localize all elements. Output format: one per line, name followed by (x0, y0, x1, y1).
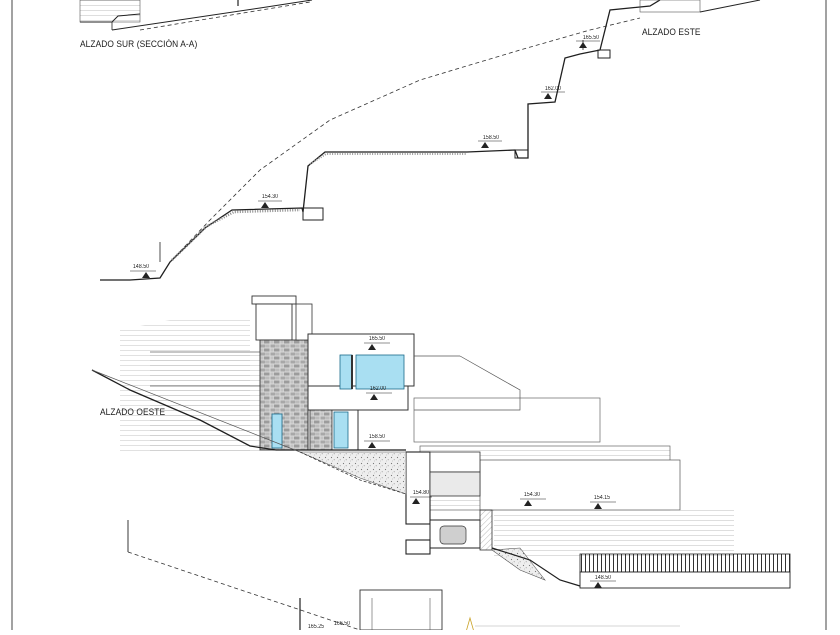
east-elevation (100, 0, 761, 281)
car-icon (439, 525, 467, 545)
south-elevation (79, 0, 313, 31)
level-label: 158.50 (369, 434, 386, 440)
level-label: 154.30 (524, 492, 541, 498)
level-label: 165.50 (583, 35, 600, 41)
level-label: 162.00 (545, 86, 562, 92)
bottom-elevation-fragment (127, 520, 680, 633)
level-label: 148.50 (595, 575, 612, 581)
view-title-west: ALZADO OESTE (100, 407, 166, 418)
west-elevation (91, 295, 791, 589)
level-label: 165.50 (369, 336, 386, 342)
view-title-south: ALZADO SUR (SECCIÓN A-A) (80, 39, 198, 50)
level-label: 158.50 (483, 135, 500, 141)
level-label: 154.30 (262, 194, 279, 200)
level-label: 165.25 (308, 624, 325, 630)
level-label: 148.50 (133, 264, 150, 270)
level-label: 162.00 (370, 386, 387, 392)
level-label: 154.15 (594, 495, 611, 501)
level-label: 166.50 (334, 621, 351, 627)
view-title-east: ALZADO ESTE (642, 27, 701, 38)
level-label: 154.80 (413, 490, 430, 496)
